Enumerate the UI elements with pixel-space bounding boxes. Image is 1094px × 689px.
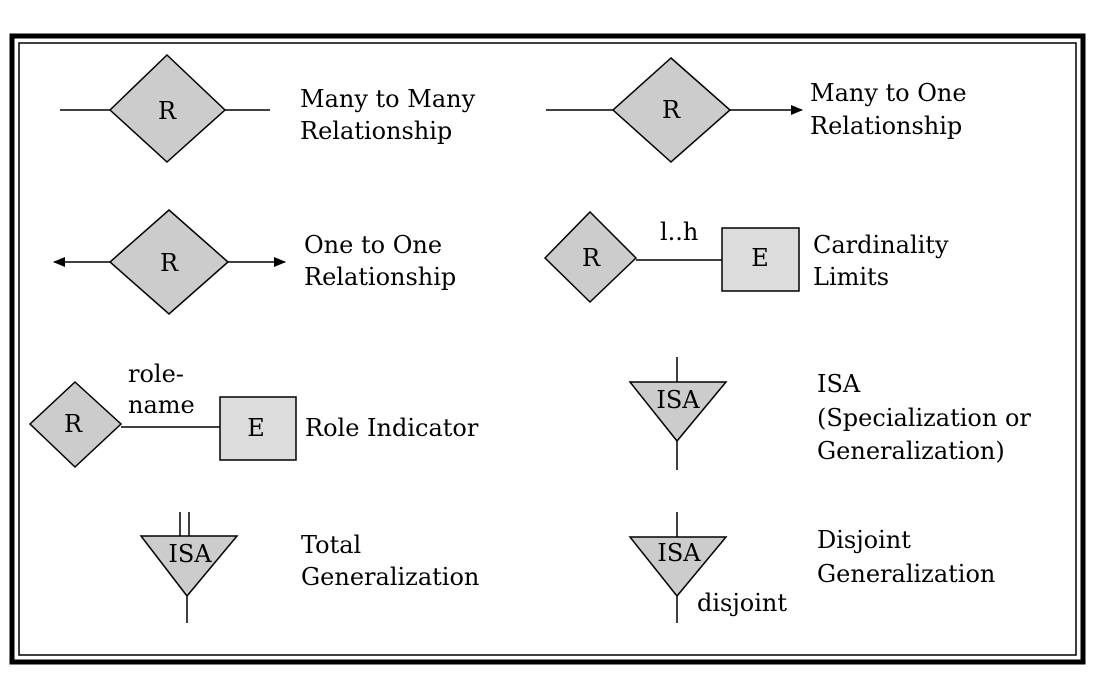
entity-box (721, 227, 800, 292)
diamond-label: R (582, 244, 601, 272)
isa-caption: ISA (Specialization or Generalization) (817, 370, 1039, 465)
one-to-one-symbol: R (53, 209, 286, 315)
role-indicator-caption: Role Indicator (305, 414, 479, 442)
role-name-label: role- name (128, 360, 195, 419)
isa-triangle (628, 536, 728, 598)
many-to-many-symbol: R (60, 53, 270, 164)
isa-label: ISA (656, 386, 700, 414)
total-generalization-symbol: ISA (139, 512, 239, 623)
entity-label: E (247, 414, 265, 442)
relationship-diamond (108, 53, 227, 164)
cardinality-edge-label: l..h (660, 218, 698, 246)
entity-box (219, 396, 297, 461)
entity-label: E (751, 244, 769, 272)
many-to-one-caption: Many to One Relationship (810, 79, 974, 140)
disjoint-generalization-caption: Disjoint Generalization (817, 526, 995, 588)
relationship-diamond (543, 210, 638, 304)
role-indicator-symbol: R E role- name (28, 360, 297, 469)
isa-triangle (139, 535, 239, 598)
relationship-diamond (108, 209, 230, 315)
isa-triangle (628, 381, 728, 443)
many-to-one-symbol: R (546, 56, 803, 164)
diamond-label: R (160, 249, 179, 277)
total-generalization-caption: Total Generalization (301, 531, 479, 591)
diamond-label: R (64, 410, 83, 438)
legend-frame (9, 33, 1086, 665)
disjoint-generalization-symbol: ISA disjoint (628, 512, 787, 623)
many-to-many-caption: Many to Many Relationship (300, 85, 483, 145)
diamond-label: R (158, 97, 177, 125)
isa-label: ISA (657, 539, 701, 567)
cardinality-limits-symbol: R E l..h (543, 210, 800, 304)
diamond-label: R (662, 96, 681, 124)
one-to-one-caption: One to One Relationship (304, 231, 456, 291)
relationship-diamond (611, 56, 732, 164)
isa-label: ISA (168, 540, 212, 568)
disjoint-edge-label: disjoint (697, 589, 787, 617)
relationship-diamond (28, 380, 123, 469)
cardinality-limits-caption: Cardinality Limits (813, 231, 956, 291)
isa-symbol: ISA (628, 357, 728, 470)
